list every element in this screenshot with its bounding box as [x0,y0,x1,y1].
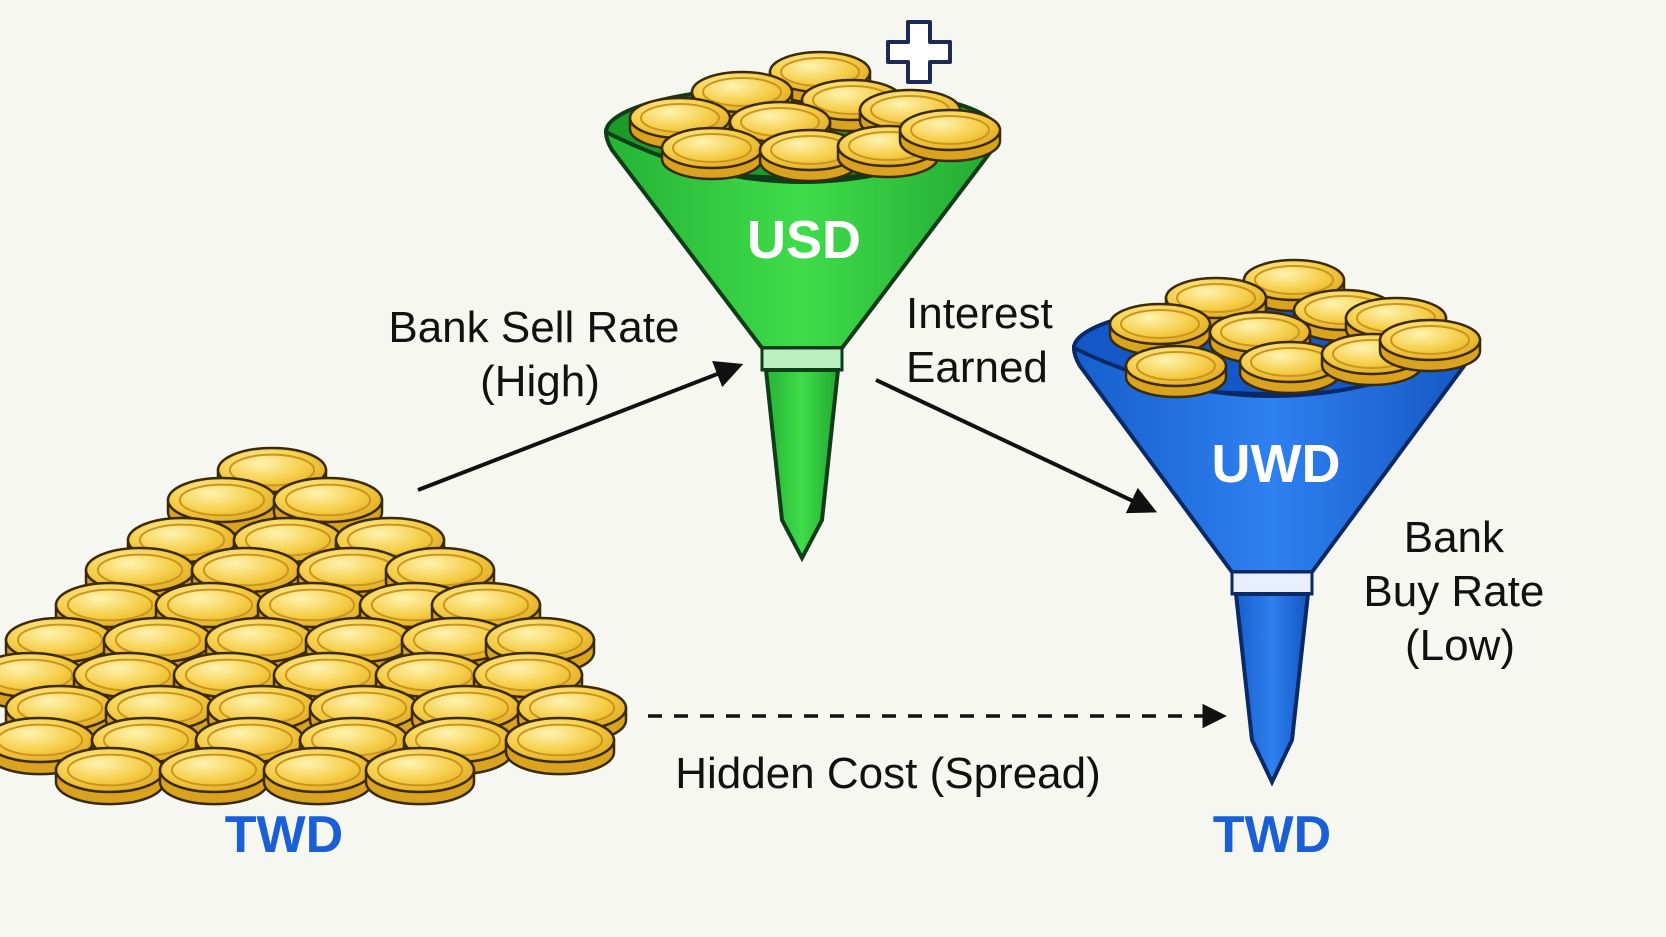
coin [758,128,862,183]
arrow-to-usd [417,361,744,492]
target-currency-label: TWD [1213,806,1331,864]
coin [504,716,616,776]
usd-funnel-label: USD [747,210,861,270]
plus-icon [886,20,952,84]
coin [1124,344,1228,399]
interest-earned-label: Interest Earned [906,289,1065,392]
arrow-to-uwd [875,378,1158,514]
source-currency-label: TWD [225,806,343,864]
coin [158,746,270,806]
coin [54,746,166,806]
bank-sell-rate-line-1: Bank Sell Rate [388,303,679,352]
uwd-funnel-label: UWD [1212,434,1341,494]
coin [262,746,374,806]
coin [660,126,764,181]
interest-earned-line-1: Interest [906,289,1053,338]
twd-coin-pile [0,446,628,806]
bank-buy-rate-line-2: Buy Rate [1363,567,1544,616]
bank-buy-rate-line-1: Bank [1404,513,1505,562]
hidden-cost-label: Hidden Cost (Spread) [675,749,1101,798]
bank-buy-rate-label: Bank Buy Rate (Low) [1363,513,1556,670]
bank-sell-rate-label: Bank Sell Rate (High) [388,303,691,406]
usd-funnel-coins [628,50,1002,183]
coin [898,108,1002,163]
coin [364,746,476,806]
bank-buy-rate-line-3: (Low) [1405,621,1515,670]
coin [1378,318,1482,373]
usd-funnel: USD [603,50,1002,563]
bank-sell-rate-line-2: (High) [480,357,600,406]
coin [1238,340,1342,395]
interest-earned-line-2: Earned [906,343,1048,392]
uwd-funnel: UWD [1071,258,1482,787]
uwd-funnel-coins [1108,258,1482,399]
